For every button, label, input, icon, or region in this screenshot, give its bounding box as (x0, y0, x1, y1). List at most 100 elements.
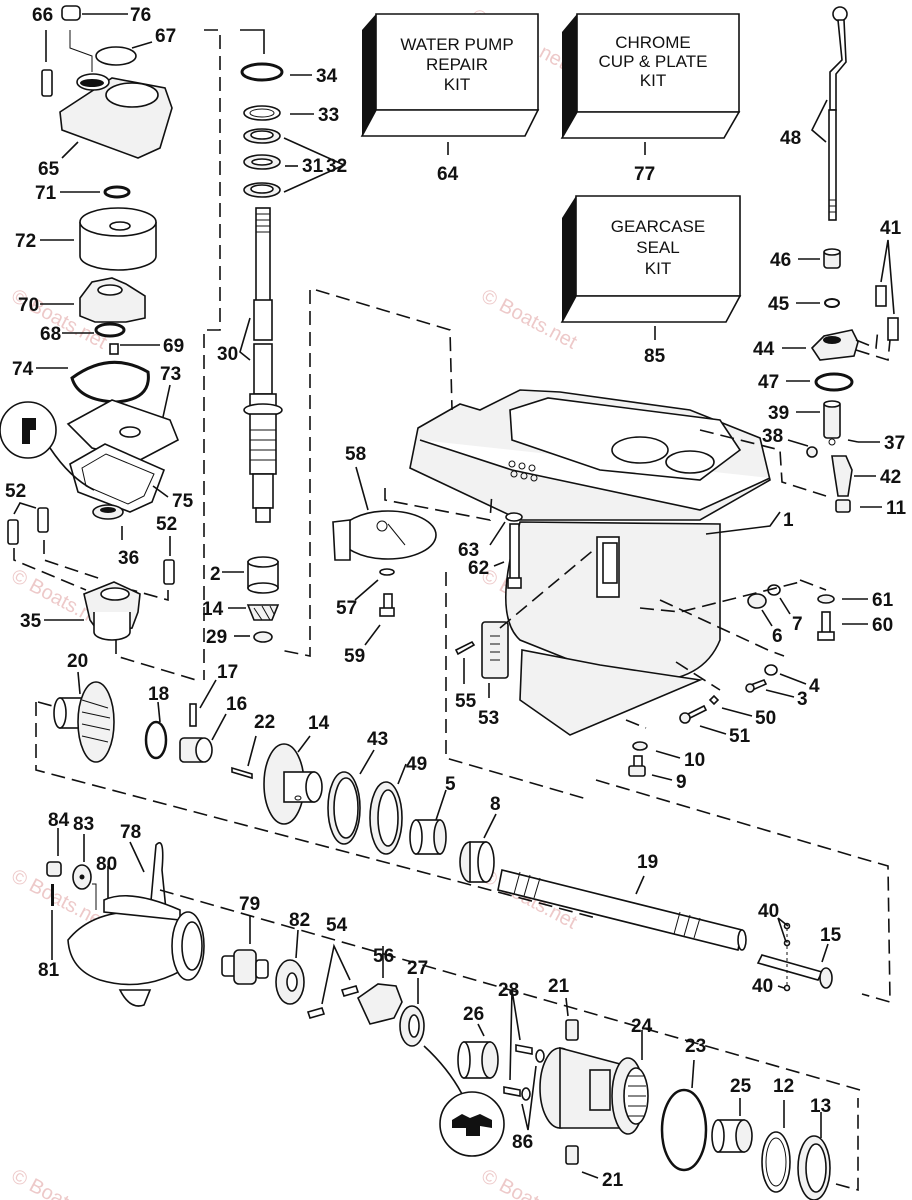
screw-60[interactable] (817, 611, 835, 641)
retainer-21-bottom[interactable] (565, 1145, 579, 1165)
callout-28[interactable]: 28 (498, 980, 519, 1001)
callout-80[interactable]: 80 (96, 854, 117, 875)
o-ring-45[interactable] (824, 298, 840, 308)
seal-50[interactable] (708, 694, 720, 706)
callout-7[interactable]: 7 (792, 614, 803, 635)
pump-base-35[interactable] (83, 581, 141, 641)
callout-69[interactable]: 69 (163, 336, 184, 357)
retainer-21-top[interactable] (565, 1019, 579, 1041)
callout-37[interactable]: 37 (884, 433, 905, 454)
callout-21[interactable]: 21 (548, 976, 570, 997)
coupler-46[interactable] (823, 248, 841, 269)
callout-25[interactable]: 25 (730, 1076, 752, 1097)
callout-18[interactable]: 18 (148, 684, 169, 705)
o-ring-34[interactable] (240, 62, 284, 82)
callout-38[interactable]: 38 (762, 426, 783, 447)
screw-3[interactable] (745, 678, 768, 693)
callout-75[interactable]: 75 (172, 491, 194, 512)
clutch-dog-16[interactable] (179, 737, 213, 763)
driveshaft-30[interactable] (243, 207, 283, 523)
callout-81[interactable]: 81 (38, 960, 60, 981)
callout-21[interactable]: 21 (602, 1170, 624, 1191)
bearing-housing-24[interactable] (539, 1046, 649, 1135)
callout-23[interactable]: 23 (685, 1036, 706, 1057)
lockwashers-86[interactable] (521, 1049, 545, 1101)
callout-15[interactable]: 15 (820, 925, 842, 946)
callout-52[interactable]: 52 (5, 481, 26, 502)
screws-54[interactable] (306, 985, 360, 1019)
callout-31[interactable]: 31 (302, 156, 324, 177)
callout-33[interactable]: 33 (318, 105, 339, 126)
seal-36[interactable] (92, 504, 124, 520)
callout-26[interactable]: 26 (463, 1004, 484, 1025)
washer-57[interactable] (379, 568, 395, 576)
retainer-40[interactable] (783, 922, 791, 992)
callout-50[interactable]: 50 (755, 708, 776, 729)
callout-54[interactable]: 54 (326, 915, 348, 936)
callout-1[interactable]: 1 (783, 510, 794, 531)
callout-86[interactable]: 86 (512, 1132, 533, 1153)
cotter-pin-81[interactable] (51, 884, 54, 906)
washer-63[interactable] (505, 512, 523, 522)
callout-20[interactable]: 20 (67, 651, 88, 672)
shift-rod-48[interactable] (828, 6, 848, 221)
grommet-67[interactable] (95, 46, 137, 66)
callout-56[interactable]: 56 (373, 946, 394, 967)
callout-70[interactable]: 70 (18, 295, 39, 316)
callout-5[interactable]: 5 (445, 774, 456, 795)
anode-58[interactable] (332, 510, 437, 561)
pin-17[interactable] (189, 703, 197, 727)
callout-29[interactable]: 29 (206, 627, 227, 648)
seal-74[interactable] (70, 360, 150, 404)
callout-53[interactable]: 53 (478, 708, 499, 729)
callout-63[interactable]: 63 (458, 540, 479, 561)
callout-83[interactable]: 83 (73, 814, 94, 835)
callout-52[interactable]: 52 (156, 514, 177, 535)
bearing-5[interactable] (409, 819, 447, 855)
screws-28[interactable] (503, 1044, 533, 1097)
callout-85[interactable]: 85 (644, 346, 666, 367)
callout-43[interactable]: 43 (367, 729, 388, 750)
callout-61[interactable]: 61 (872, 590, 894, 611)
callout-66[interactable]: 66 (32, 5, 53, 26)
shift-lever-42[interactable] (831, 455, 853, 497)
callout-12[interactable]: 12 (773, 1076, 794, 1097)
gasket-75[interactable] (69, 443, 166, 513)
connector-11[interactable] (835, 499, 851, 513)
callout-58[interactable]: 58 (345, 444, 366, 465)
pin-38[interactable] (806, 446, 818, 458)
callout-34[interactable]: 34 (316, 66, 338, 87)
propeller-shaft-19[interactable] (497, 869, 747, 951)
spring-22[interactable] (231, 766, 253, 780)
callout-79[interactable]: 79 (239, 894, 260, 915)
screw-66[interactable] (41, 69, 53, 97)
plug-6[interactable] (747, 593, 767, 609)
callout-27[interactable]: 27 (407, 958, 428, 979)
plug-9[interactable] (628, 755, 646, 777)
callout-13[interactable]: 13 (810, 1096, 831, 1117)
thrust-washer-32a[interactable] (243, 128, 281, 144)
cover-53[interactable] (481, 621, 509, 679)
callout-30[interactable]: 30 (217, 344, 238, 365)
callout-73[interactable]: 73 (160, 364, 181, 385)
shift-lever-39[interactable] (823, 400, 841, 446)
o-ring-47[interactable] (814, 372, 854, 392)
callout-19[interactable]: 19 (637, 852, 658, 873)
impeller-housing-72[interactable] (79, 207, 157, 271)
callout-46[interactable]: 46 (770, 250, 791, 271)
spacer-79[interactable] (221, 949, 269, 985)
shift-plunger-15[interactable] (756, 954, 833, 989)
callout-32[interactable]: 32 (326, 156, 347, 177)
bearing-25[interactable] (711, 1119, 753, 1153)
callout-4[interactable]: 4 (809, 676, 820, 697)
callout-6[interactable]: 6 (772, 626, 783, 647)
callout-60[interactable]: 60 (872, 615, 893, 636)
kit-water-pump-repair[interactable]: WATER PUMP REPAIR KIT (360, 13, 540, 137)
callout-48[interactable]: 48 (780, 128, 801, 149)
callout-14[interactable]: 14 (308, 713, 330, 734)
kit-gearcase-seal[interactable]: GEARCASE SEAL KIT (560, 195, 742, 323)
callout-40[interactable]: 40 (758, 901, 779, 922)
callout-78[interactable]: 78 (120, 822, 141, 843)
impeller-70[interactable] (79, 277, 146, 323)
callout-82[interactable]: 82 (289, 910, 310, 931)
